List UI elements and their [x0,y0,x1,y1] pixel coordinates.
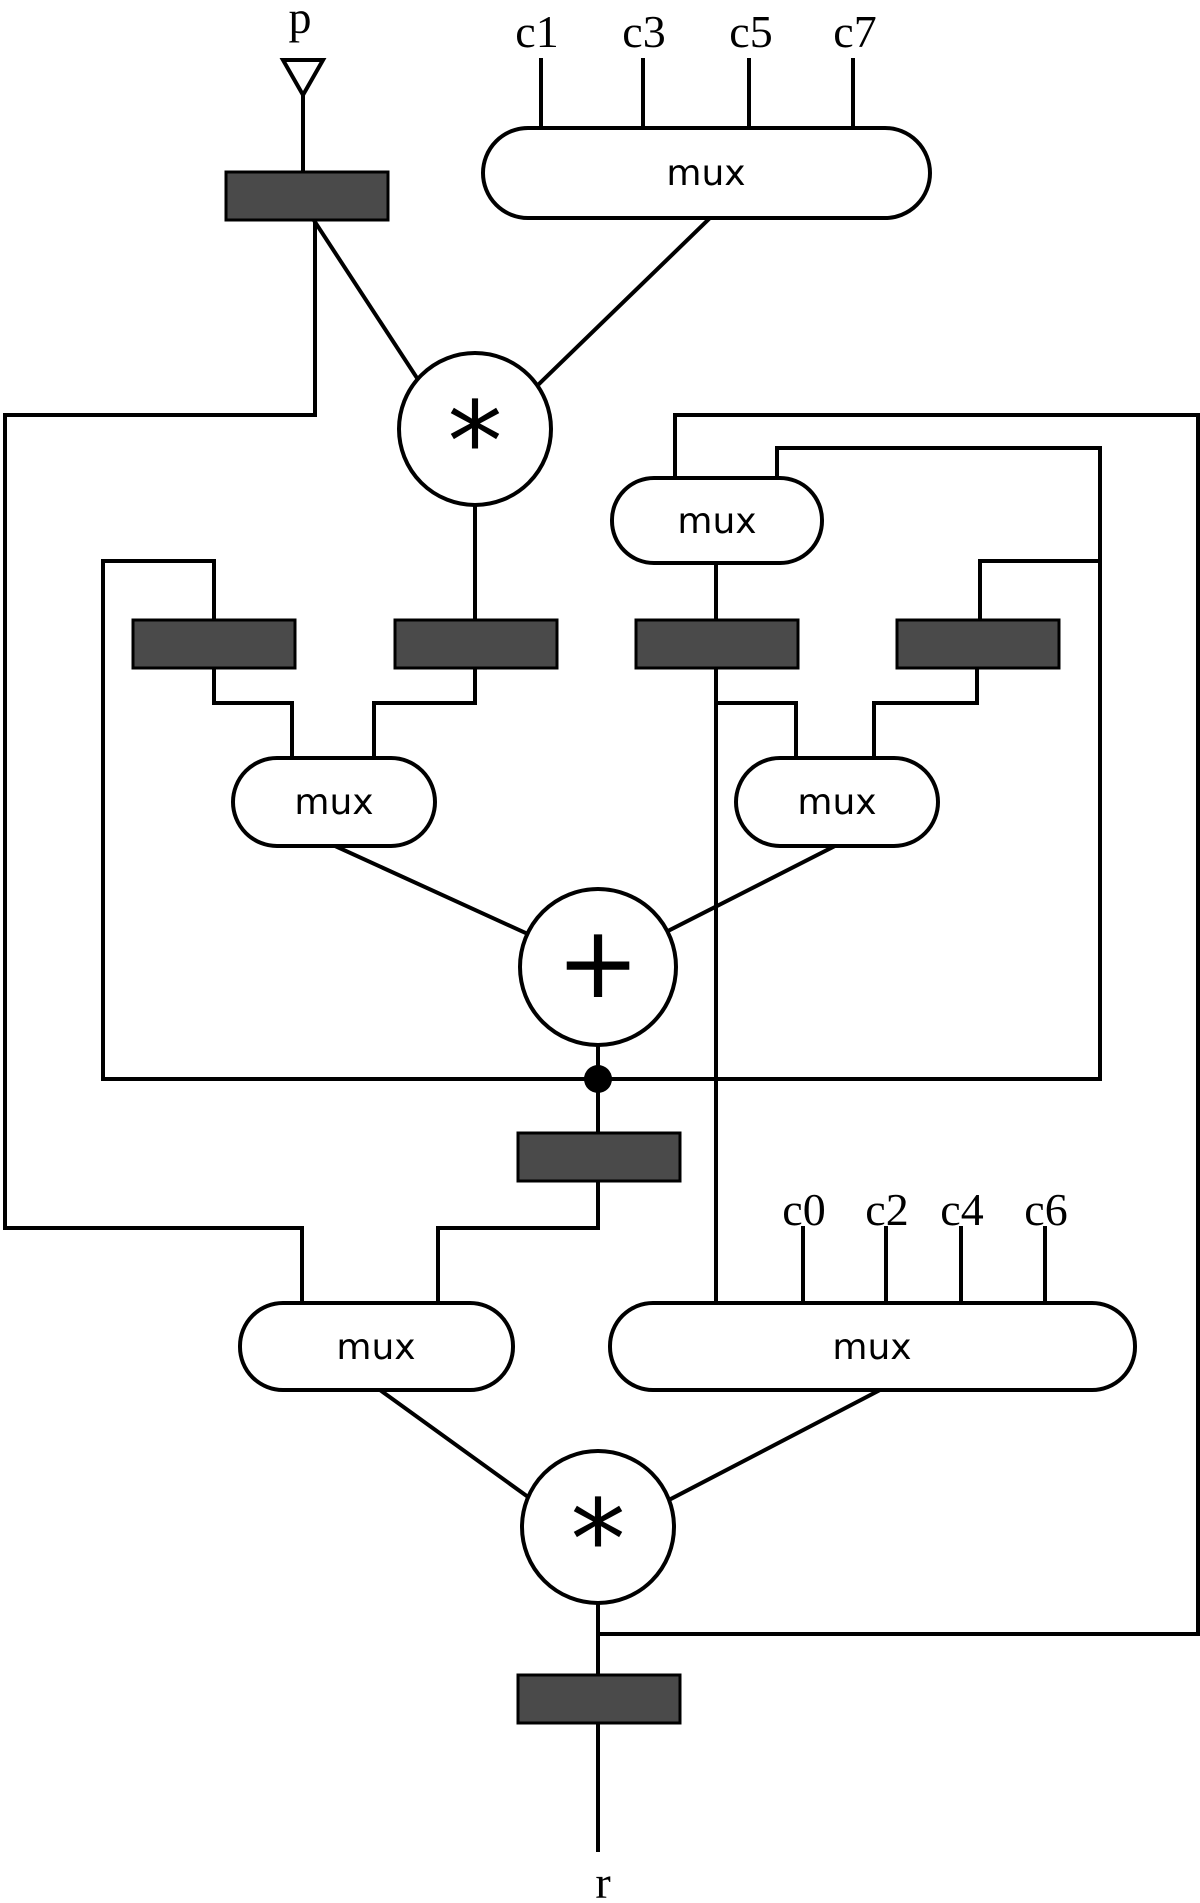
wire-reg-to-left-loop [3,220,317,1302]
wire-feedback-loop [101,446,1102,1081]
wire-mux-to-mult [537,215,713,386]
registers [131,170,1061,1725]
adder [518,887,678,1047]
multiply-symbol-bottom: * [571,1476,626,1604]
mux-mid-right-label: mux [677,501,756,542]
wires [3,58,1200,1852]
mux-right [734,756,940,848]
wire-mux-br-to-mult [662,1387,883,1505]
register-input [224,170,390,222]
multiplier-top [397,351,553,507]
mux-left-label: mux [294,782,373,823]
mux-bottom-left-label: mux [336,1327,415,1368]
const-c3-label: c3 [622,6,665,57]
mux-mid-right [610,476,824,565]
register-4 [895,618,1061,670]
input-arrow-icon [279,58,327,100]
muxes [231,126,1137,1392]
wire-reg2-to-mux-left [372,663,477,760]
multiplier-bottom [520,1449,676,1605]
const-c2-label: c2 [865,1184,908,1235]
output-label: r [595,1857,610,1903]
multiply-symbol-top: * [448,378,503,506]
register-3 [634,618,800,670]
const-c1-label: c1 [515,6,558,57]
wire-reg5-to-mux [436,1181,600,1302]
wire-mux-left-to-adder [332,843,533,938]
mux-left [231,756,437,848]
register-output [516,1673,682,1725]
const-c7-label: c7 [833,6,876,57]
wire-reg1-to-mux-left [212,663,294,760]
register-accumulator [516,1131,682,1183]
wire-reg-to-mult [312,219,420,381]
wire-reg4-to-mux-right [872,663,979,760]
register-2 [393,618,559,670]
wire-feedback-right [978,559,1102,624]
add-symbol: + [556,904,640,1021]
wire-mux-bl-to-mult [377,1387,538,1505]
mux-bottom-right-label: mux [832,1327,911,1368]
operators [397,351,678,1605]
junction-dot [584,1065,612,1093]
register-1 [131,618,297,670]
mux-top [481,126,932,220]
const-c6-label: c6 [1024,1184,1067,1235]
mux-bottom-left [238,1301,515,1392]
const-c0-label: c0 [782,1184,825,1235]
wire-reg3-to-mux-right [714,663,798,760]
const-c5-label: c5 [729,6,772,57]
wire-mux-right-to-adder [657,843,838,938]
mux-top-label: mux [666,153,745,194]
mux-right-label: mux [797,782,876,823]
wire-out-feedback [596,413,1200,1636]
wire-feedback-left [101,559,216,1081]
input-label: p [289,0,312,43]
const-c4-label: c4 [940,1184,983,1235]
mux-bottom-right [608,1301,1137,1392]
